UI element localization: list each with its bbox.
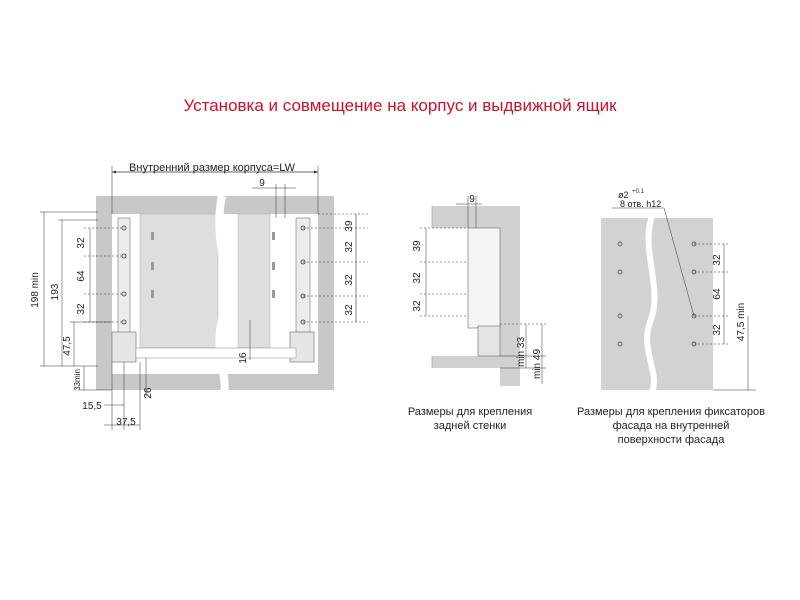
dim-16: 16: [238, 352, 249, 364]
dim-min33: min 33: [516, 337, 527, 367]
runner-right: [295, 217, 311, 337]
dim-min49: min 49: [532, 349, 543, 379]
runner-left: [117, 217, 131, 337]
back-wall-side: [500, 206, 520, 386]
cabinet-view: [40, 166, 368, 430]
dim-15-5: 15,5: [82, 401, 102, 412]
back-caption-line2: задней стенки: [433, 420, 507, 432]
back-dim-lines: [420, 196, 546, 384]
dim-9-cabinet: 9: [259, 178, 265, 189]
back-wall-caption: Размеры для крепления задней стенки: [400, 405, 540, 433]
front-dim-lines: [612, 207, 756, 391]
dim-37-5: 37,5: [116, 417, 136, 428]
back-caption-line1: Размеры для крепления: [407, 406, 533, 418]
front-view: [601, 207, 756, 394]
dim-193: 193: [50, 283, 61, 300]
front-break-line: [644, 215, 658, 394]
left-dim-lines: [40, 211, 251, 430]
dim-32-b: 32: [76, 303, 87, 315]
right-dim-lines: [303, 213, 368, 323]
dim-198min: 198 min: [30, 272, 41, 308]
hole-diameter: ø2: [618, 190, 629, 200]
front-caption-line2: фасада на внутренней: [612, 420, 730, 432]
holes-note: 8 отв. h12: [620, 199, 661, 209]
lw-label: Внутренний размер корпуса=LW: [129, 162, 296, 174]
dim-32-back-b: 32: [412, 300, 423, 312]
dim-33min: 33min: [73, 369, 82, 391]
dim-47-5: 47,5: [62, 336, 73, 356]
dim-9-back: 9: [469, 194, 475, 205]
dim-26: 26: [143, 387, 154, 399]
dim-32-a: 32: [76, 237, 87, 249]
front-caption-line3: поверхности фасада: [617, 434, 725, 446]
runner-bracket-left: [111, 331, 137, 363]
dim-47-5-front: 47,5 min: [736, 303, 747, 341]
back-wall-bottom: [432, 356, 500, 368]
back-bracket: [467, 227, 501, 329]
dim-39-right: 39: [344, 220, 355, 232]
dim-32-front-a: 32: [712, 254, 723, 266]
front-caption-line1: Размеры для крепления фиксаторов: [576, 406, 765, 418]
dim-32-back-a: 32: [412, 272, 423, 284]
back-bracket-foot: [477, 325, 501, 357]
dim-32-right-c: 32: [344, 304, 355, 316]
dim-32-front-b: 32: [712, 324, 723, 336]
dim-39-back: 39: [412, 240, 423, 252]
hole-tolerance: +0.1: [632, 189, 645, 195]
panel-slots: [151, 232, 275, 298]
dim-64: 64: [76, 270, 87, 282]
dim-64-front: 64: [712, 288, 723, 300]
dim-32-right-b: 32: [344, 274, 355, 286]
front-caption: Размеры для крепления фиксаторов фасада …: [566, 405, 776, 447]
drawer-panel-right: [237, 213, 271, 349]
page-title: Установка и совмещение на корпус и выдви…: [183, 96, 617, 115]
break-line: [215, 195, 230, 394]
dim-32-right-a: 32: [344, 241, 355, 253]
drawer-bottom: [135, 347, 297, 359]
back-wall-view: [420, 196, 546, 386]
